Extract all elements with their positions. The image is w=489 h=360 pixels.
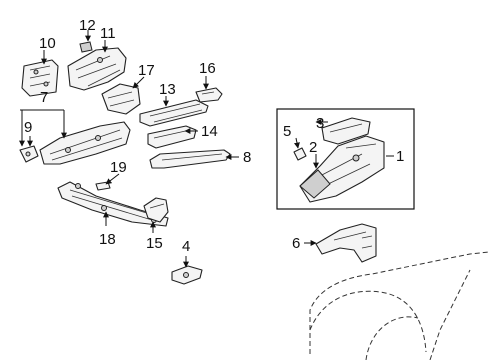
part-5-bracket bbox=[293, 147, 307, 161]
part-19-clip bbox=[95, 181, 111, 191]
callout-2: 2 bbox=[309, 139, 317, 156]
callout-5: 5 bbox=[283, 123, 291, 140]
part-9-bracket bbox=[19, 145, 39, 163]
callout-8: 8 bbox=[243, 149, 251, 166]
part-17-gusset bbox=[101, 83, 141, 115]
callout-15: 15 bbox=[146, 235, 163, 252]
callout-10: 10 bbox=[39, 35, 56, 52]
part-13-reinforcement bbox=[139, 99, 209, 127]
part-1-wheel-apron bbox=[299, 135, 385, 203]
part-4-mount bbox=[171, 265, 203, 285]
callout-13: 13 bbox=[159, 81, 176, 98]
callout-11: 11 bbox=[100, 25, 116, 42]
callout-9: 9 bbox=[24, 119, 32, 136]
callout-labels: 10 12 11 17 16 13 7 9 14 8 19 18 15 4 3 … bbox=[24, 17, 404, 255]
callout-3: 3 bbox=[316, 115, 324, 132]
callout-1: 1 bbox=[396, 148, 404, 165]
assembly-box bbox=[276, 108, 415, 210]
part-11-rail-extension bbox=[67, 47, 127, 91]
callout-6: 6 bbox=[292, 235, 300, 252]
part-12-clip bbox=[79, 41, 93, 53]
part-14-reinforcement bbox=[147, 125, 197, 149]
part-16-bracket bbox=[195, 87, 223, 103]
callout-7: 7 bbox=[40, 89, 48, 106]
leader-lines bbox=[19, 30, 394, 268]
part-3-upper-apron bbox=[321, 117, 371, 145]
part-7-side-member bbox=[39, 121, 131, 165]
part-8-rail bbox=[149, 149, 231, 169]
part-15-bracket bbox=[143, 197, 169, 223]
callout-14: 14 bbox=[201, 123, 218, 140]
callout-4: 4 bbox=[182, 238, 190, 255]
fender-outline bbox=[309, 251, 489, 360]
callout-19: 19 bbox=[110, 159, 127, 176]
callout-12: 12 bbox=[79, 17, 96, 34]
callout-16: 16 bbox=[199, 60, 216, 77]
callout-18: 18 bbox=[99, 231, 116, 248]
callout-17: 17 bbox=[138, 62, 155, 79]
part-10-bracket bbox=[21, 59, 59, 97]
part-6-liner bbox=[315, 223, 377, 263]
